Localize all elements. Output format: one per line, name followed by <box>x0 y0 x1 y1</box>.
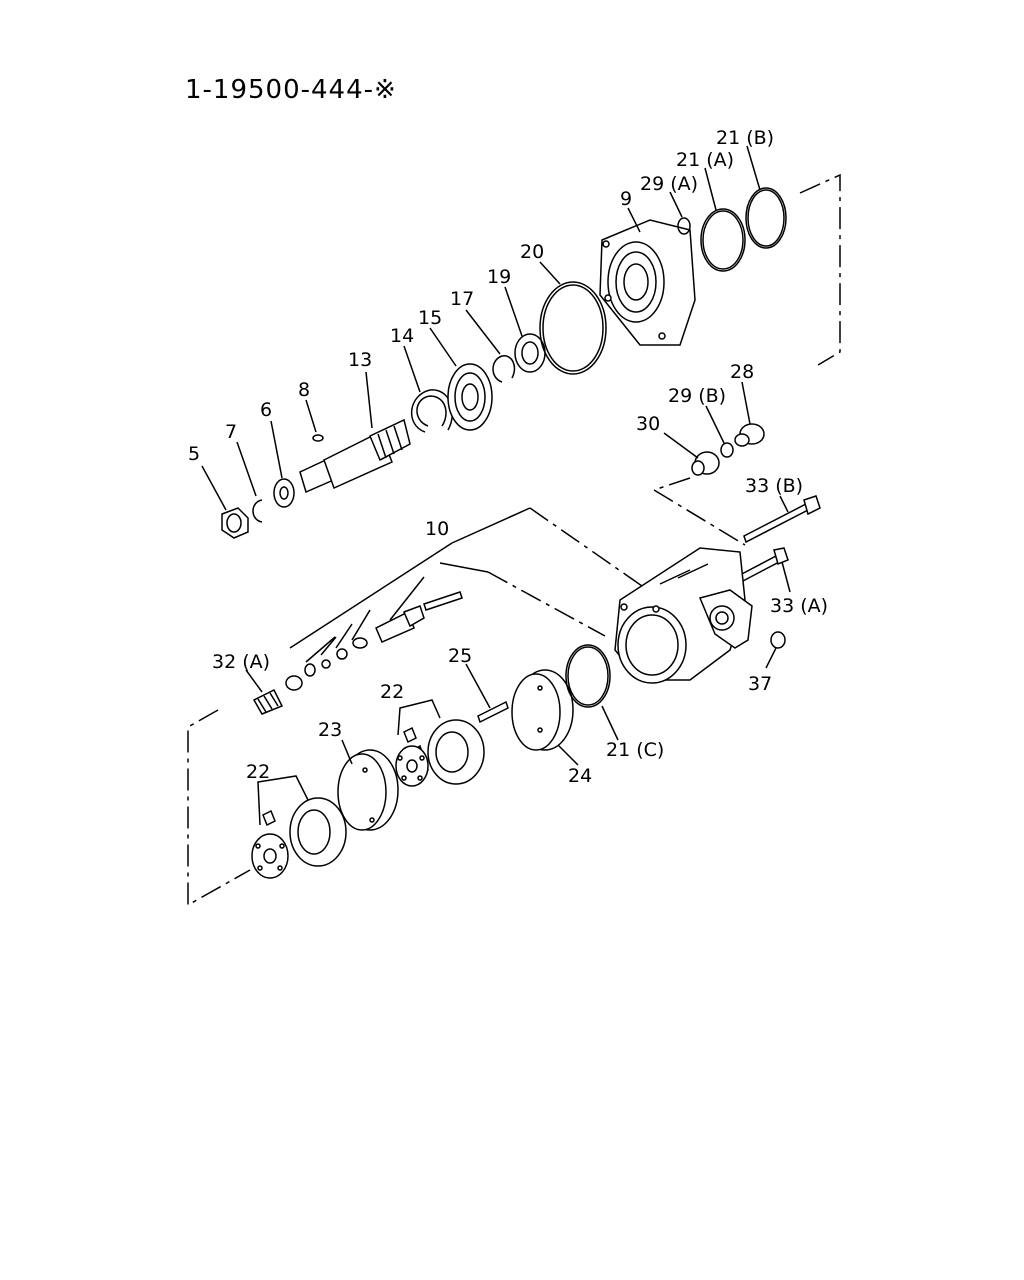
label-7: 7 <box>225 421 237 443</box>
part-13-shaft <box>299 371 411 494</box>
label-24: 24 <box>568 765 592 787</box>
part-22-upper-group <box>395 699 485 787</box>
label-13: 13 <box>348 349 372 371</box>
part-17-snap-ring <box>465 309 516 383</box>
part-21c-o-ring <box>565 644 619 741</box>
part-23-plate <box>337 739 399 831</box>
label-21a: 21 (A) <box>676 149 734 171</box>
label-9: 9 <box>620 188 632 210</box>
part-25-pin <box>465 663 509 724</box>
part-7-snap-ring <box>236 441 263 523</box>
lower-left-bracket <box>187 709 251 907</box>
label-20: 20 <box>520 241 544 263</box>
label-29a: 29 (A) <box>640 173 698 195</box>
part-5-nut <box>201 465 249 539</box>
part-15-bearing <box>429 327 493 431</box>
label-33b: 33 (B) <box>745 475 803 497</box>
label-23: 23 <box>318 719 342 741</box>
part-33a-bolt <box>737 547 791 593</box>
label-37: 37 <box>748 673 772 695</box>
label-22-upper: 22 <box>380 681 404 703</box>
part-29a-o-ring <box>669 191 691 235</box>
label-21b: 21 (B) <box>716 127 774 149</box>
label-6: 6 <box>260 399 272 421</box>
diagram-title: 1-19500-444-※ <box>185 75 397 105</box>
main-body-casing <box>614 547 753 684</box>
label-25: 25 <box>448 645 472 667</box>
part-28-plug <box>734 381 765 447</box>
part-33b-bolt <box>743 495 821 544</box>
label-14: 14 <box>390 325 414 347</box>
part-29b-o-ring <box>705 405 734 458</box>
label-19: 19 <box>487 266 511 288</box>
part-22-lower-group <box>251 775 347 879</box>
label-21c: 21 (C) <box>606 739 664 761</box>
part-20-o-ring <box>539 261 607 375</box>
label-28: 28 <box>730 361 754 383</box>
upper-right-bracket <box>799 173 841 366</box>
part-8-key <box>305 399 324 442</box>
part-6-washer <box>270 420 295 508</box>
part-30-fitting <box>652 432 746 546</box>
label-8: 8 <box>298 379 310 401</box>
label-22-lower: 22 <box>246 761 270 783</box>
label-17: 17 <box>450 288 474 310</box>
part-10-valve-assembly <box>285 507 643 691</box>
part-37-o-ring <box>765 631 786 669</box>
label-15: 15 <box>418 307 442 329</box>
part-21a-o-ring <box>700 167 746 272</box>
part-14-snap-ring <box>403 345 453 433</box>
label-33a: 33 (A) <box>770 595 828 617</box>
part-9-housing <box>599 207 696 346</box>
part-24-plate <box>511 669 579 766</box>
label-32a: 32 (A) <box>212 651 270 673</box>
label-29b: 29 (B) <box>668 385 726 407</box>
part-21b-o-ring <box>745 145 787 249</box>
label-5: 5 <box>188 443 200 465</box>
label-10: 10 <box>425 518 449 540</box>
label-30: 30 <box>636 413 660 435</box>
part-32a-spring <box>245 669 284 715</box>
